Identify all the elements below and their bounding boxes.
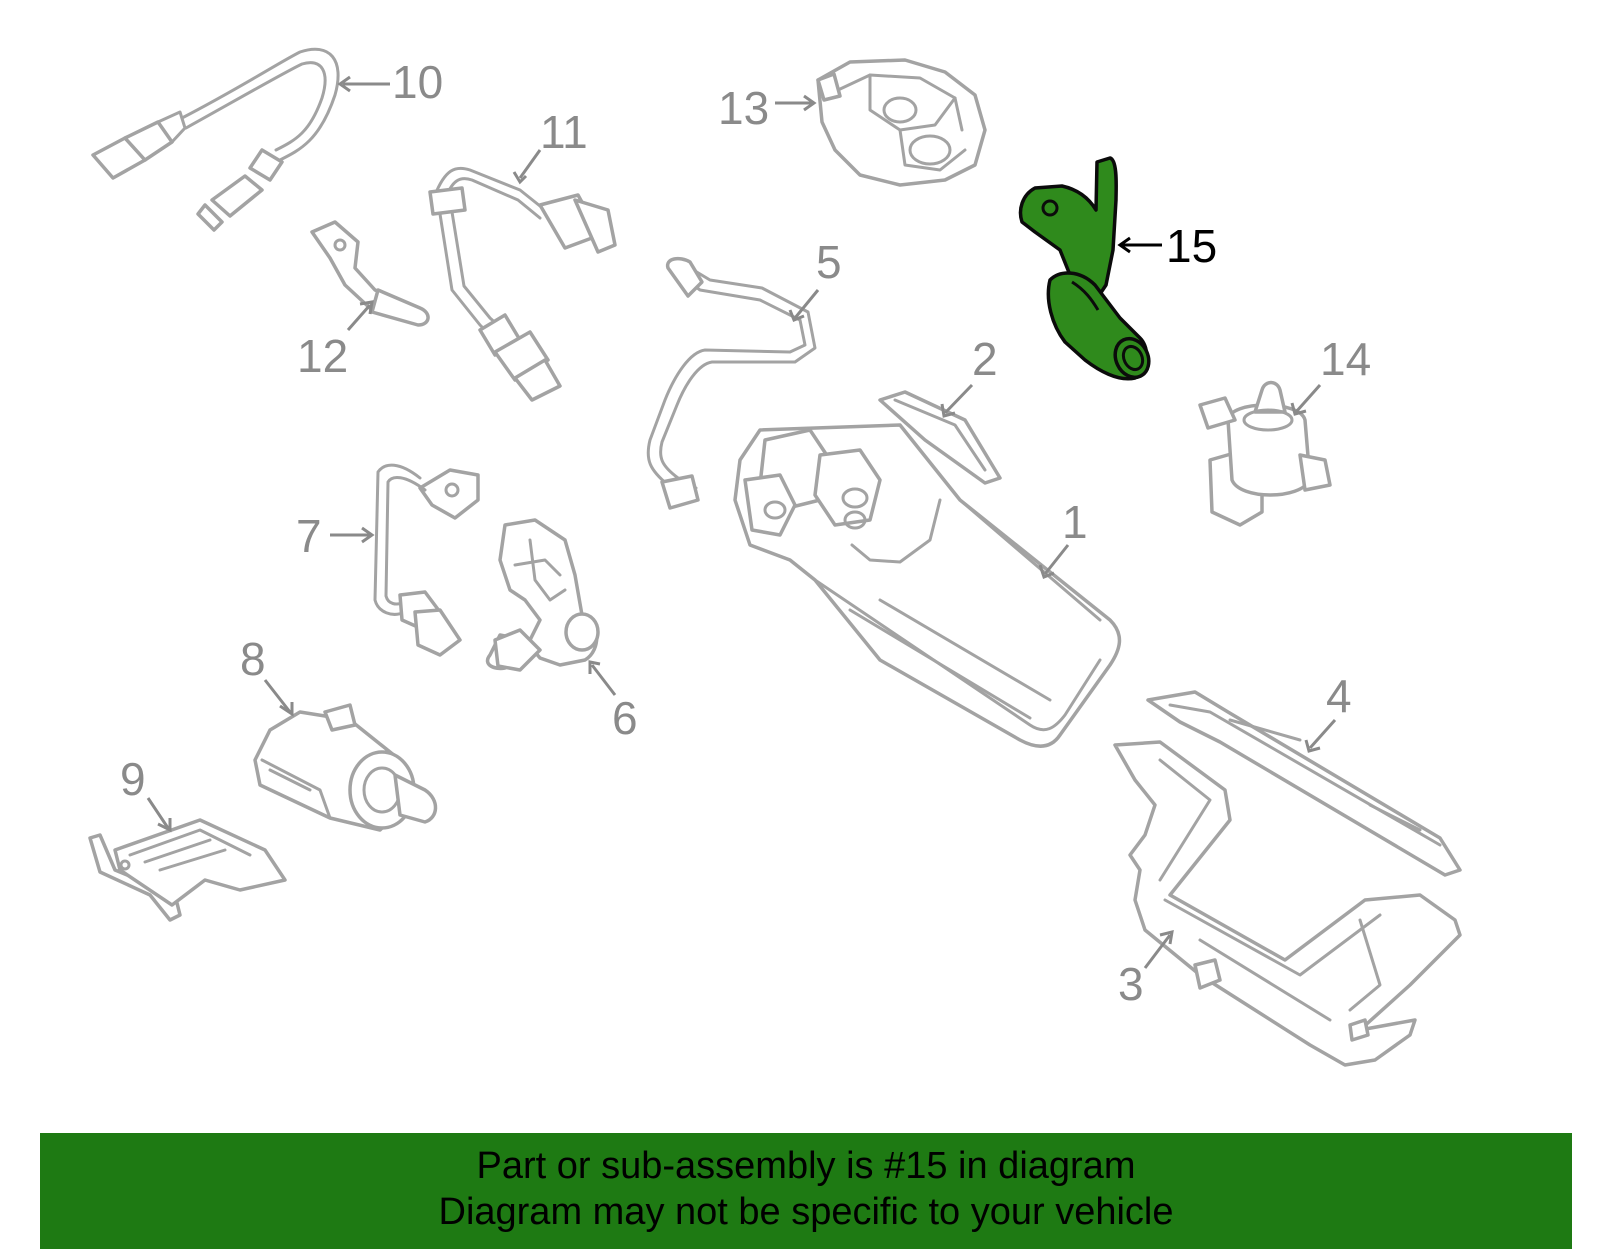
callout-label-13: 13 [718, 82, 769, 134]
callout-5: 5 [788, 236, 842, 322]
parts-diagram: 10 11 12 1 [88, 47, 1462, 1067]
callout-10: 10 [337, 56, 443, 108]
part-12-sensor-bracket[interactable] [310, 220, 430, 327]
callout-label-14: 14 [1320, 333, 1371, 385]
callout-label-2: 2 [972, 333, 998, 385]
callout-label-12: 12 [297, 330, 348, 382]
part-9-bracket[interactable] [88, 818, 287, 922]
part-13-valve-housing[interactable] [816, 58, 987, 187]
callout-15: 15 [1117, 220, 1217, 272]
part-6-valve-body[interactable] [485, 518, 600, 672]
callout-label-11: 11 [540, 106, 588, 158]
part-1-main-housing[interactable] [733, 423, 1122, 748]
callout-label-15: 15 [1166, 220, 1217, 272]
callout-8: 8 [240, 633, 294, 717]
callout-label-5: 5 [816, 236, 842, 288]
callout-label-10: 10 [392, 56, 443, 108]
part-15-hose-highlighted[interactable] [1018, 156, 1155, 383]
banner-line-2: Diagram may not be specific to your vehi… [438, 1191, 1174, 1233]
part-4-rail[interactable] [1146, 690, 1462, 877]
part-14-valve[interactable] [1198, 380, 1332, 527]
part-3-frame[interactable] [1113, 740, 1462, 1067]
callout-2: 2 [940, 333, 998, 418]
part-5-tube[interactable] [646, 256, 817, 510]
callout-label-1: 1 [1062, 496, 1088, 548]
callout-11: 11 [512, 106, 588, 185]
callout-label-8: 8 [240, 633, 266, 685]
callout-label-9: 9 [120, 753, 146, 805]
callout-1: 1 [1038, 496, 1088, 579]
callout-label-6: 6 [612, 692, 638, 744]
callout-label-3: 3 [1118, 958, 1144, 1010]
part-8-solenoid[interactable] [253, 703, 438, 832]
part-11-oxygen-sensor[interactable] [428, 166, 617, 402]
callout-12: 12 [297, 300, 374, 382]
callout-3: 3 [1118, 929, 1174, 1010]
callout-6: 6 [588, 660, 638, 744]
part-10-oxygen-sensor[interactable] [91, 47, 340, 232]
callout-7: 7 [296, 510, 375, 562]
part-7-oxygen-sensor[interactable] [373, 463, 480, 657]
part-2-plate[interactable] [878, 390, 1002, 485]
callout-13: 13 [718, 82, 817, 134]
callout-4: 4 [1304, 670, 1352, 753]
callout-9: 9 [120, 753, 172, 833]
callout-label-7: 7 [296, 510, 322, 562]
info-banner: Part or sub-assembly is #15 in diagram D… [40, 1133, 1572, 1249]
callout-14: 14 [1290, 333, 1371, 416]
banner-line-1: Part or sub-assembly is #15 in diagram [476, 1145, 1136, 1187]
callout-label-4: 4 [1326, 670, 1352, 722]
